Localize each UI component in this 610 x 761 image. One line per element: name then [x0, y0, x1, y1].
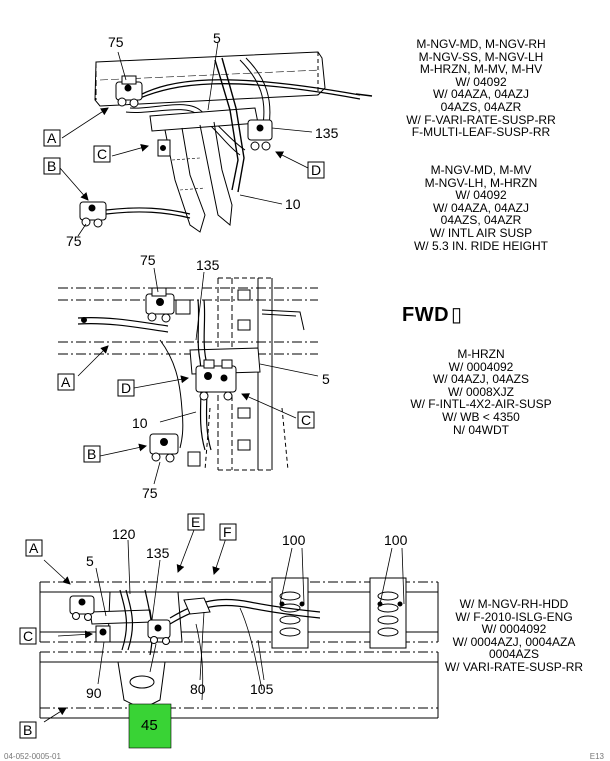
callout-5: 5: [322, 371, 330, 387]
callout-135: 135: [196, 257, 220, 273]
note-line: W/ M-NGV-RH-HDD: [459, 597, 569, 611]
callout-100: 100: [282, 532, 306, 548]
note-line: M-NGV-MD, M-MV: [430, 163, 532, 177]
fwd-indicator: FWD▯: [402, 302, 463, 327]
callout-10: 10: [285, 196, 301, 212]
fwd-label: FWD: [402, 304, 450, 326]
note-line: W/ 04AZA, 04AZJ: [432, 87, 530, 102]
box-label-c: C: [301, 412, 311, 428]
highlight-box-45: [128, 703, 172, 749]
note-line: N/ 04WDT: [452, 422, 509, 437]
note-line: W/ VARI-RATE-SUSP-RR: [444, 659, 584, 674]
page-code: E13: [589, 752, 604, 761]
note-line: W/ 04AZA, 04AZJ: [432, 200, 530, 215]
box-label-b: B: [23, 722, 32, 738]
callout-135: 135: [315, 125, 339, 141]
note-line: W/ INTL AIR SUSP: [429, 225, 533, 240]
fwd-arrow-icon: ▯: [451, 304, 463, 326]
callout-135: 135: [146, 545, 170, 561]
note-line: M-NGV-LH, M-HRZN: [424, 175, 538, 190]
box-label-d: D: [121, 380, 131, 396]
note-line: M-NGV-MD, M-NGV-RH: [416, 37, 546, 51]
note-line: M-HRZN: [457, 347, 505, 361]
note-line: 04AZS, 04AZR: [440, 213, 522, 228]
callout-80: 80: [190, 681, 206, 697]
box-label-b: B: [87, 446, 96, 462]
note-line: W/ 0004092: [448, 359, 514, 374]
note-line: W/ 04092: [455, 74, 507, 89]
callout-75: 75: [66, 233, 82, 249]
view1-drawing: [43, 41, 373, 237]
note-line: W/ 04092: [455, 188, 507, 203]
note-line: W/ 04AZJ, 04AZS: [432, 372, 530, 387]
view1-labels: 75 5 135 10 75 A C B D: [47, 30, 339, 249]
callout-100: 100: [384, 532, 408, 548]
box-label-d: D: [311, 162, 321, 178]
callout-120: 120: [112, 526, 136, 542]
note-line: W/ 0008XJZ: [447, 384, 515, 399]
note-line: F-MULTI-LEAF-SUSP-RR: [411, 125, 551, 140]
callout-10: 10: [132, 415, 148, 431]
note-line: M-NGV-SS, M-NGV-LH: [418, 49, 544, 64]
box-label-a: A: [47, 130, 57, 146]
callout-75: 75: [142, 485, 158, 501]
view3-labels: 5 120 135 100 100 90 45 80 105 A C B E F: [23, 514, 408, 738]
note-line: M-HRZN, M-MV, M-HV: [419, 62, 543, 77]
callout-5: 5: [86, 553, 94, 569]
note-line: W/ 0004092: [481, 622, 547, 637]
note-line: 0004AZS: [488, 647, 540, 662]
callout-5: 5: [213, 30, 221, 46]
box-label-c: C: [23, 628, 33, 644]
callout-105: 105: [250, 681, 274, 697]
box-label-f: F: [223, 524, 232, 540]
view2-labels: 75 135 5 10 75 A D C B: [61, 252, 330, 501]
callout-90: 90: [86, 685, 102, 701]
note-line: W/ 0004AZJ, 0004AZA: [452, 634, 576, 649]
box-label-a: A: [61, 374, 71, 390]
note-line: W/ WB < 4350: [442, 409, 520, 424]
drawing-number: 04-052-0005-01: [4, 752, 61, 761]
box-label-e: E: [191, 514, 200, 530]
note-line: W/ 5.3 IN. RIDE HEIGHT: [413, 238, 548, 253]
note-line: 04AZS, 04AZR: [440, 99, 522, 114]
note-line: W/ F-2010-ISLG-ENG: [455, 609, 573, 624]
note-line: W/ F-INTL-4X2-AIR-SUSP: [410, 397, 552, 412]
view3-drawing: [19, 513, 439, 739]
box-label-b: B: [47, 158, 56, 174]
box-label-c: C: [97, 146, 107, 162]
callout-75: 75: [140, 252, 156, 268]
view2-drawing: [57, 267, 319, 485]
callout-45: 45: [141, 717, 158, 734]
note-line: W/ F-VARI-RATE-SUSP-RR: [406, 112, 556, 127]
callout-75: 75: [108, 34, 124, 50]
box-label-a: A: [29, 540, 39, 556]
